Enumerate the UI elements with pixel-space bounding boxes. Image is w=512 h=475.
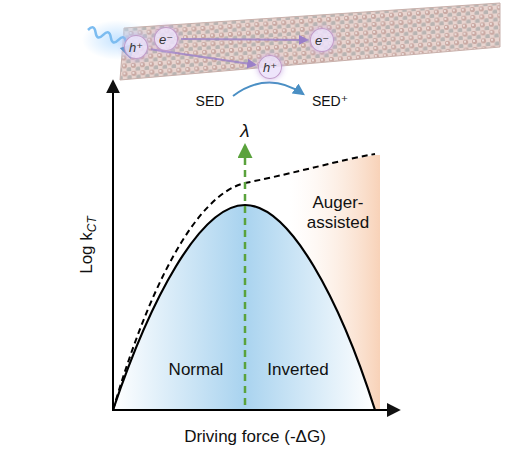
electron-circle: e⁻	[310, 28, 334, 52]
y-axis-title: Log kCT	[77, 216, 99, 274]
carrier-label: h⁺	[263, 60, 277, 75]
region-label: Inverted	[267, 360, 328, 380]
oxidized-donor-label: SED⁺	[312, 93, 348, 109]
nanorod	[120, 3, 500, 80]
axis-title: Driving force (-ΔG)	[184, 427, 326, 447]
axis-title: Log k	[77, 232, 96, 274]
hole-circle: h⁺	[258, 55, 282, 79]
transfer-arrow	[151, 49, 255, 65]
region-label: Normal	[169, 360, 224, 380]
lambda-arrow	[244, 146, 247, 405]
oxidation-arrow	[233, 82, 303, 96]
reorganization-energy-symbol: λ	[240, 120, 249, 142]
electron-circle: e⁻	[154, 27, 178, 51]
region-label: Auger-assisted	[298, 193, 378, 234]
light-glow	[82, 20, 154, 60]
carrier-label: h⁺	[129, 40, 143, 55]
carrier-label: e⁻	[159, 32, 173, 47]
y-axis	[112, 82, 114, 411]
transfer-arrow	[181, 38, 307, 41]
x-axis	[112, 409, 398, 411]
axis-subscript: CT	[85, 216, 99, 232]
donor-label: SED	[196, 93, 225, 109]
carrier-label: e⁻	[315, 33, 329, 48]
hole-circle: h⁺	[124, 35, 148, 59]
